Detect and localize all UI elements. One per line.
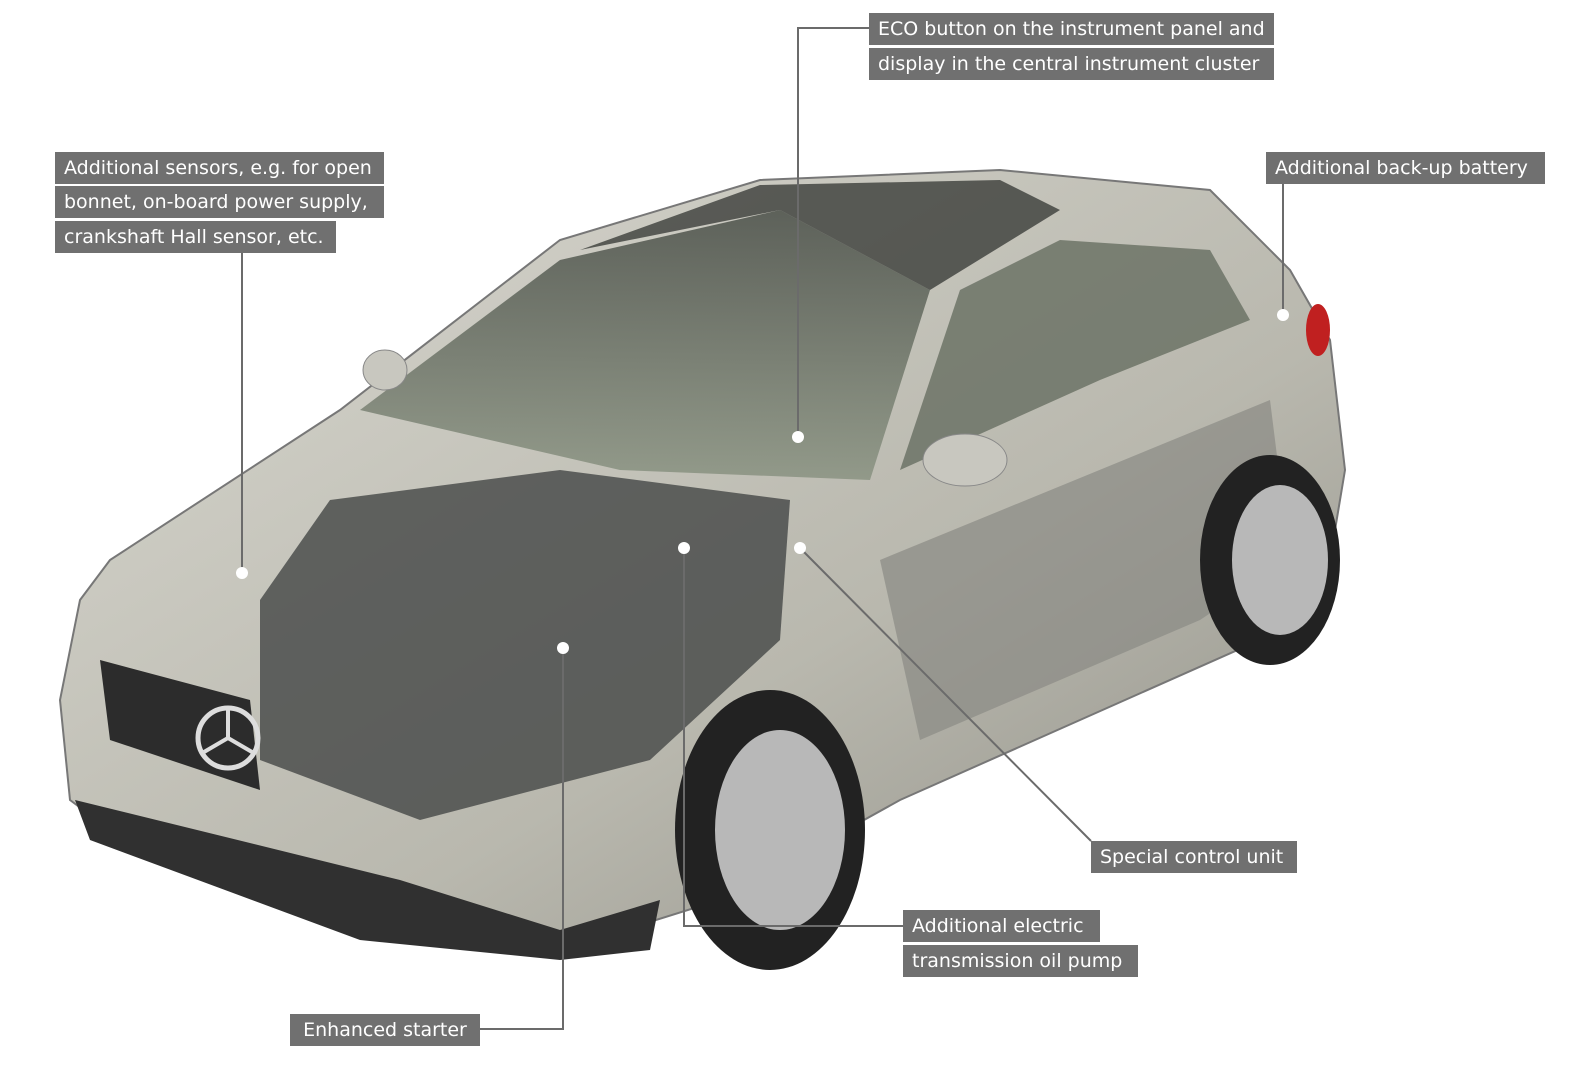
grille xyxy=(100,660,260,790)
tail-light xyxy=(1306,304,1330,356)
callout-battery: Additional back-up battery xyxy=(1266,152,1545,184)
dot-battery xyxy=(1277,309,1289,321)
callout-control-unit: Special control unit xyxy=(1091,841,1297,873)
windshield xyxy=(360,210,930,480)
front-bumper xyxy=(75,800,660,960)
leader-eco xyxy=(797,27,869,437)
callout-sensors-line1: Additional sensors, e.g. for open xyxy=(55,152,384,184)
callout-oil-pump-line2: transmission oil pump xyxy=(903,945,1138,977)
dot-control-unit xyxy=(794,542,806,554)
leader-starter xyxy=(480,648,564,1030)
callout-dots xyxy=(236,309,1289,654)
dot-eco xyxy=(792,431,804,443)
leader-lines xyxy=(241,27,1284,1030)
sunroof xyxy=(580,180,1060,290)
cutaway-underbody xyxy=(880,400,1290,740)
callout-oil-pump-line1: Additional electric xyxy=(903,910,1100,942)
side-windows xyxy=(900,240,1250,470)
mirror-right xyxy=(922,433,1008,487)
dot-starter xyxy=(557,642,569,654)
dot-oil-pump xyxy=(678,542,690,554)
callout-sensors-line2: bonnet, on-board power supply, xyxy=(55,186,384,218)
front-wheel xyxy=(675,690,865,970)
callout-starter: Enhanced starter xyxy=(290,1014,480,1046)
leader-control-unit xyxy=(799,547,1092,842)
rear-wheel xyxy=(1200,455,1340,665)
callout-eco-line2: display in the central instrument cluste… xyxy=(869,48,1274,80)
callout-sensors-line3: crankshaft Hall sensor, etc. xyxy=(55,221,336,253)
engine-bay xyxy=(260,470,790,820)
mirror-left xyxy=(362,349,408,391)
callout-eco-line1: ECO button on the instrument panel and xyxy=(869,13,1274,45)
star-emblem xyxy=(195,705,261,771)
leader-oil-pump xyxy=(683,548,903,927)
dot-sensors xyxy=(236,567,248,579)
